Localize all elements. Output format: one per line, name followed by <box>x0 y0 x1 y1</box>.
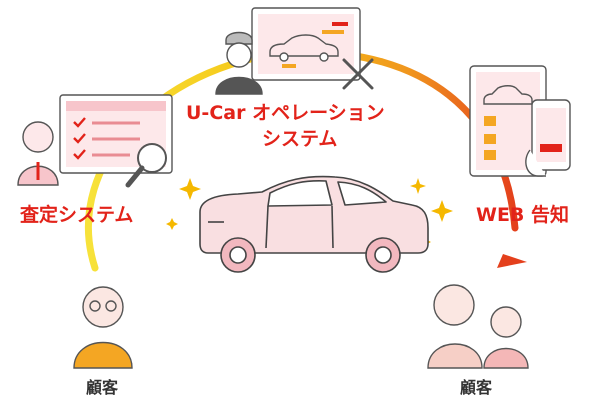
appraisal-system-illustration <box>17 94 173 188</box>
appraiser-person-icon <box>17 121 59 186</box>
sparkle-icon <box>166 218 178 230</box>
car-icon <box>199 175 429 273</box>
wrench-icon <box>342 58 374 90</box>
customer-left-illustration <box>73 286 133 369</box>
arc-arrowhead <box>497 254 527 268</box>
label-web-notice: WEB 告知 <box>476 204 570 226</box>
customer-right-illustration <box>427 284 529 369</box>
label-appraisal-system: 査定システム <box>20 204 134 226</box>
sparkle-icon <box>410 178 426 194</box>
car-outline-icon <box>269 34 339 62</box>
label-customer-right: 顧客 <box>460 378 493 397</box>
web-notice-illustration <box>469 65 571 177</box>
label-customer-left: 顧客 <box>86 378 119 397</box>
sparkle-icon <box>179 178 201 200</box>
sparkle-icon <box>431 200 453 222</box>
magnifier-icon <box>125 143 167 188</box>
mechanic-person-icon <box>215 31 263 95</box>
ucar-operation-illustration <box>215 7 374 95</box>
label-ucar-operation-line1: U-Car オペレーション <box>186 102 385 124</box>
checklist-icon <box>73 117 86 160</box>
label-ucar-operation-line2: システム <box>262 128 338 150</box>
